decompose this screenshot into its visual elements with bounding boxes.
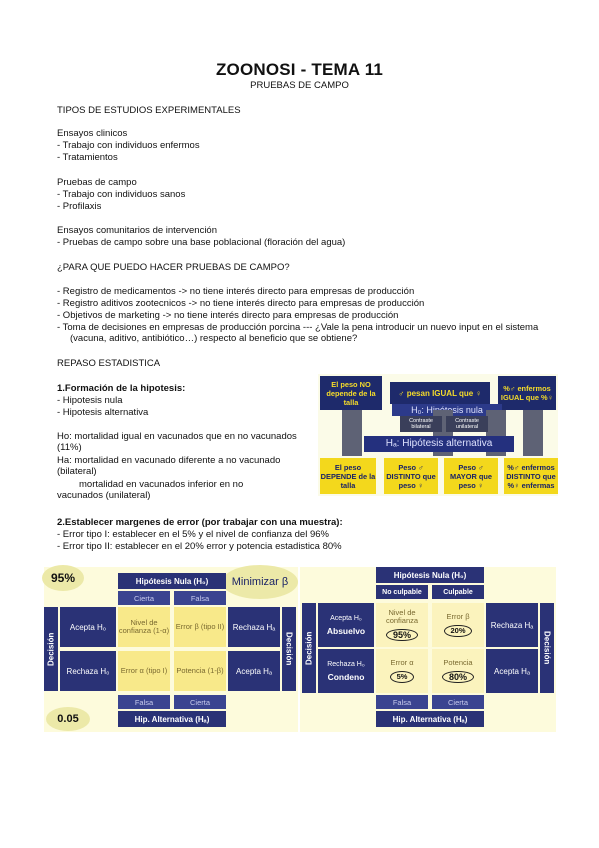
cell-value: 95% <box>385 628 418 642</box>
cell: Error α 5% <box>376 649 428 693</box>
right-label: Acepta Hₐ <box>486 649 538 693</box>
row-label: Rechaza H₀ Condeno <box>318 649 374 693</box>
list-item: - Pruebas de campo sobre una base poblac… <box>57 237 346 248</box>
hyp-bottom-box: Peso ♂ DISTINTO que peso ♀ <box>384 458 438 494</box>
row-label-small: Acepta H₀ <box>330 615 362 622</box>
list-item: - Registro de medicamentos -> no tiene i… <box>57 286 415 297</box>
table-footer: Hip. Alternativa (Hₐ) <box>118 711 226 727</box>
ha-text-unilateral: mortalidad en vacunados inferior en no v… <box>57 479 244 502</box>
list-item: - Hipotesis alternativa <box>57 407 149 418</box>
bubble-005: 0.05 <box>46 707 90 731</box>
row-label: Acepta H₀ <box>60 607 116 647</box>
cell-value: 80% <box>441 670 474 683</box>
side-label-right: Decisión <box>282 607 296 691</box>
list-item: - Objetivos de marketing -> no tiene int… <box>57 310 399 321</box>
side-label: Decisión <box>44 607 58 691</box>
list-item: - Registro aditivos zootecnicos -> no ti… <box>57 298 425 309</box>
hyp-top-box: ♂ pesan IGUAL que ♀ <box>390 382 490 404</box>
group-title-clinicos: Ensayos clinicos <box>57 128 128 139</box>
table-footer: Hip. Alternativa (Hₐ) <box>376 711 484 727</box>
group-title-comunitarios: Ensayos comunitarios de intervención <box>57 225 218 236</box>
col-header: Culpable <box>432 585 484 599</box>
section-heading-stats: REPASO ESTADISTICA <box>57 358 161 369</box>
col-header: Falsa <box>174 591 226 605</box>
cell-title: Potencia <box>443 658 473 667</box>
bubble-95: 95% <box>42 565 84 591</box>
row-label-small: Rechaza H₀ <box>327 661 365 668</box>
list-item: - Profilaxis <box>57 201 102 212</box>
cell: Nivel de confianza (1-α) <box>118 607 170 647</box>
col-footer: Cierta <box>432 695 484 709</box>
list-item: - Tratamientos <box>57 152 118 163</box>
table-header: Hipótesis Nula (H₀) <box>118 573 226 589</box>
cell-title: Nivel de confianza <box>385 607 419 626</box>
hyp-bottom-box: El peso DEPENDE de la talla <box>320 458 376 494</box>
list-item: - Toma de decisiones en empresas de prod… <box>57 322 539 345</box>
group-title-campo: Pruebas de campo <box>57 177 137 188</box>
right-label: Rechaza Hₐ <box>228 607 280 647</box>
subheading-errors: 2.Establecer margenes de error (por trab… <box>57 517 343 528</box>
cell: Error β 20% <box>432 603 484 647</box>
cell-value: 5% <box>389 670 415 683</box>
list-item: - Error tipo I: establecer en el 5% y el… <box>57 529 329 540</box>
col-header: Cierta <box>118 591 170 605</box>
hyp-top-box: El peso NO depende de la talla <box>320 376 382 410</box>
section-heading-types: TIPOS DE ESTUDIOS EXPERIMENTALES <box>57 105 241 116</box>
cell-title: Error α <box>390 658 414 667</box>
hyp-bottom-box: %♂ enfermos DISTINTO que %♀ enfermas <box>504 458 558 494</box>
side-label: Decisión <box>302 603 316 693</box>
list-item: - Trabajo con individuos sanos <box>57 189 186 200</box>
hyp-bottom-box: Peso ♂ MAYOR que peso ♀ <box>444 458 498 494</box>
col-footer: Cierta <box>174 695 226 709</box>
down-arrow-icon <box>523 410 543 456</box>
cell: Error α (tipo I) <box>118 651 170 691</box>
row-label: Rechaza H₀ <box>60 651 116 691</box>
list-item: - Trabajo con individuos enfermos <box>57 140 200 151</box>
row-label-big: Absuelvo <box>326 626 366 636</box>
section-heading-why: ¿PARA QUE PUEDO HACER PRUEBAS DE CAMPO? <box>57 262 290 273</box>
contrast-bilateral: Contraste bilateral <box>400 416 442 432</box>
table-header: Hipótesis Nula (H₀) <box>376 567 484 583</box>
side-label-right: Decisión <box>540 603 554 693</box>
bubble-minimizar: Minimizar β <box>222 565 298 599</box>
list-item: - Hipotesis nula <box>57 395 123 406</box>
col-footer: Falsa <box>118 695 170 709</box>
col-header: No culpable <box>376 585 428 599</box>
list-item: - Error tipo II: establecer en el 20% er… <box>57 541 342 552</box>
page-subtitle: PRUEBAS DE CAMPO <box>250 80 349 91</box>
ha-band: Hₐ: Hipótesis alternativa <box>364 436 514 452</box>
error-table-left: 95% Minimizar β 0.05 Hipótesis Nula (H₀)… <box>42 565 298 732</box>
error-table-right: Hipótesis Nula (H₀) No culpable Culpable… <box>300 567 556 732</box>
col-footer: Falsa <box>376 695 428 709</box>
cell-title: Error β <box>446 612 470 621</box>
row-label: Acepta H₀ Absuelvo <box>318 603 374 647</box>
cell: Potencia 80% <box>432 649 484 693</box>
down-arrow-icon <box>342 410 362 456</box>
page-title: ZOONOSI - TEMA 11 <box>215 60 384 79</box>
ha-text: Ha: mortalidad en vacunado diferente a n… <box>57 455 281 478</box>
right-label: Acepta Hₐ <box>228 651 280 691</box>
ho-text: Ho: mortalidad igual en vacunados que en… <box>57 431 297 454</box>
hyp-top-box: %♂ enfermos IGUAL que %♀ <box>498 376 556 410</box>
right-label: Rechaza Hₐ <box>486 603 538 647</box>
row-label-big: Condeno <box>327 672 365 682</box>
cell: Nivel de confianza 95% <box>376 603 428 647</box>
cell-value: 20% <box>444 624 472 637</box>
contrast-unilateral: Contraste unilateral <box>446 416 488 432</box>
hypothesis-figure: El peso NO depende de la talla ♂ pesan I… <box>318 374 558 496</box>
subheading-hypothesis: 1.Formación de la hipotesis: <box>57 383 186 394</box>
cell: Potencia (1-β) <box>174 651 226 691</box>
cell: Error β (tipo II) <box>174 607 226 647</box>
